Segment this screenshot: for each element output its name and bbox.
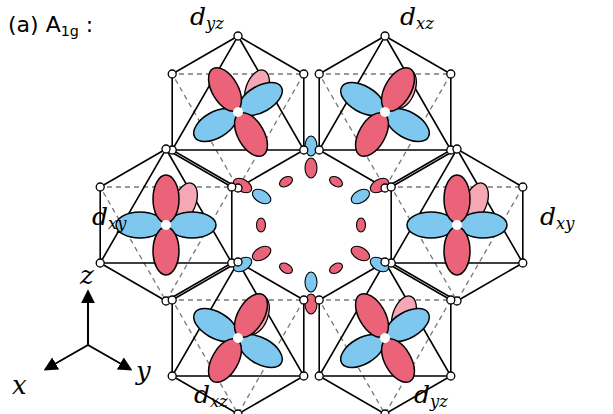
shape [231, 331, 245, 345]
ligand-atom [453, 145, 461, 153]
octahedron [319, 262, 451, 414]
guide [451, 112, 613, 150]
ligand-atom [300, 296, 308, 304]
orbital-label: dxz [400, 4, 434, 29]
orbital-label: dyz [190, 4, 224, 29]
ligand-atom [234, 258, 242, 266]
p-orbital [328, 261, 345, 276]
shape [452, 220, 462, 230]
d-orbital [170, 44, 307, 181]
p-orbital [349, 175, 391, 206]
ligand-atom [162, 145, 170, 153]
shape [153, 227, 179, 275]
axis-label: x [12, 372, 27, 398]
orbital-label: dxz [194, 382, 228, 407]
p-orbital [305, 136, 317, 178]
p-orbital [357, 218, 366, 232]
ligand-atom [519, 259, 527, 267]
shape [305, 158, 317, 178]
ligand-atom [387, 183, 395, 191]
guide [385, 338, 613, 414]
guide [451, 300, 613, 338]
d-orbital [170, 269, 307, 406]
shape [444, 227, 470, 275]
shape [153, 175, 179, 223]
ligand-atom [447, 372, 455, 380]
p-orbital [305, 272, 317, 314]
ligand-atom [168, 372, 176, 380]
axis-label: z [80, 262, 94, 288]
ligand-atom [300, 372, 308, 380]
ligand-atom [228, 183, 236, 191]
shape [250, 243, 273, 263]
orbital-label: dxy [92, 204, 126, 229]
shape [231, 254, 254, 274]
octahedron [172, 262, 304, 414]
shape [349, 243, 372, 263]
orbital-label: dyz [414, 382, 448, 407]
ligand-atom [168, 296, 176, 304]
ligand-atom [315, 372, 323, 380]
octahedron [172, 36, 304, 188]
octahedron [100, 149, 232, 301]
p-orbital [278, 174, 295, 189]
d-orbital [116, 175, 216, 275]
guide [385, 36, 613, 112]
p-orbital [349, 243, 391, 274]
shape [378, 105, 392, 119]
shape [250, 186, 273, 206]
ligand-atom [381, 410, 389, 414]
shape [231, 105, 245, 119]
ligand-atom [519, 183, 527, 191]
panel-title: (a) A1g : [8, 14, 93, 36]
shape [444, 175, 470, 223]
d-orbital [317, 270, 454, 407]
p-orbital [278, 261, 295, 276]
ligand-atom [315, 70, 323, 78]
orbital-label: dxy [540, 204, 574, 229]
ligand-atom [381, 258, 389, 266]
ligand-atom [96, 259, 104, 267]
ligand-atom [315, 296, 323, 304]
ligand-atom [234, 32, 242, 40]
shape [161, 220, 171, 230]
d-orbital [317, 43, 454, 180]
axis-label: y [136, 358, 151, 384]
ligand-atom [300, 146, 308, 154]
shape [368, 254, 391, 274]
axes [46, 292, 130, 369]
guide [451, 74, 613, 112]
shape [349, 186, 372, 206]
p-orbital [328, 174, 345, 189]
ligand-atom [447, 70, 455, 78]
shape [305, 272, 317, 292]
p-orbital [231, 243, 273, 274]
p-orbital [231, 175, 273, 206]
shape [378, 331, 392, 345]
ligand-atom [96, 183, 104, 191]
ligand-atom [300, 70, 308, 78]
guide [451, 338, 613, 376]
ligand-atom [381, 32, 389, 40]
ligand-atom [168, 70, 176, 78]
ligand-atom [447, 296, 455, 304]
ligand-atom [234, 410, 242, 414]
d-orbital [407, 175, 507, 275]
p-orbital [257, 218, 266, 232]
octahedron [319, 36, 451, 188]
octahedron [391, 149, 523, 301]
ligand-atom [315, 146, 323, 154]
